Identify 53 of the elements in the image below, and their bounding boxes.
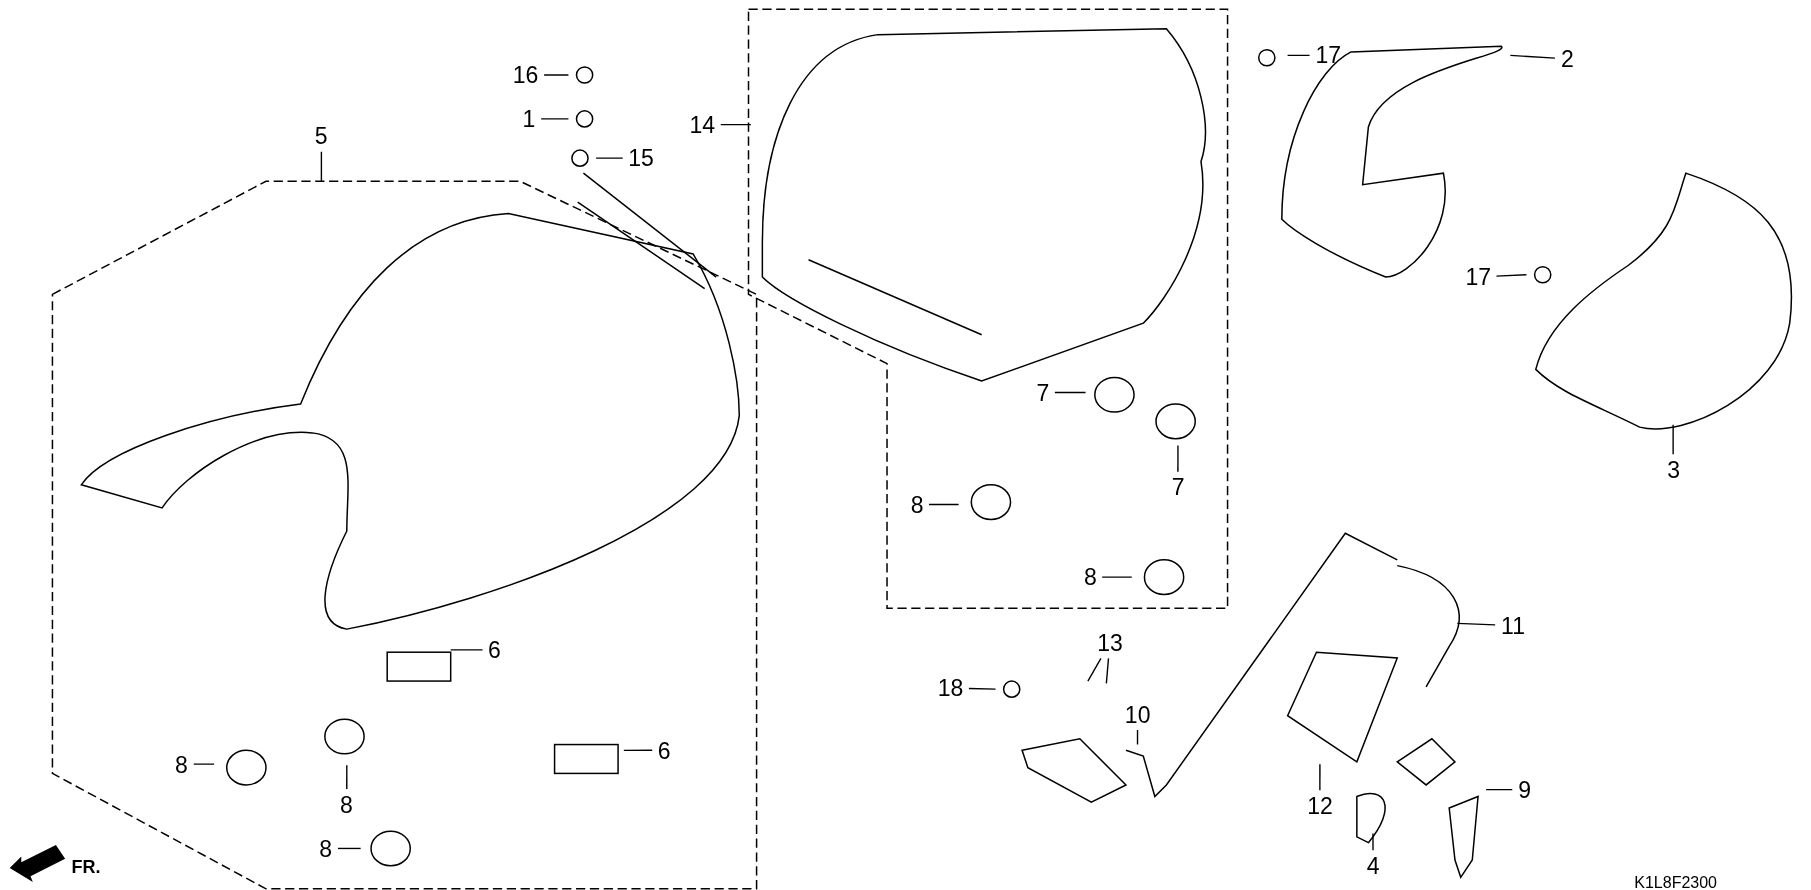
callout-number: 5	[313, 124, 329, 149]
callout-number: 6	[656, 738, 672, 763]
leader-line	[346, 764, 348, 790]
callout-number: 2	[1559, 46, 1575, 71]
leader-line	[1105, 657, 1110, 685]
leader-line	[595, 157, 624, 159]
callout-number: 16	[511, 63, 540, 88]
callout-number: 8	[1082, 565, 1098, 590]
leader-line	[1101, 576, 1133, 578]
leader-line	[1177, 444, 1179, 473]
leader-line	[1495, 274, 1528, 277]
callout-number: 4	[1365, 854, 1381, 879]
leader-line	[1456, 622, 1496, 626]
leader-line	[1672, 424, 1674, 456]
callout-number: 8	[173, 752, 189, 777]
callout-number: 6	[486, 638, 502, 663]
leader-line	[450, 649, 484, 651]
callout-number: 7	[1170, 475, 1186, 500]
leader-line	[1485, 788, 1513, 791]
leader-line	[193, 763, 215, 765]
leader-line	[543, 74, 570, 76]
leader-line	[320, 150, 323, 182]
leader-line	[337, 847, 362, 850]
callout-number: 10	[1123, 702, 1152, 727]
leader-line	[540, 118, 570, 120]
callout-number: 18	[936, 676, 965, 701]
callout-number: 11	[1500, 614, 1526, 638]
callout-number: 9	[1517, 778, 1532, 802]
callout-number: 14	[688, 112, 716, 137]
direction-label: FR.	[71, 857, 101, 878]
leader-line	[720, 123, 752, 126]
callout-number: 8	[339, 793, 354, 817]
diagram-code: K1L8F2300	[1634, 874, 1717, 890]
leader-line	[928, 503, 960, 506]
leader-line	[1136, 729, 1139, 746]
callout-number: 8	[318, 836, 334, 861]
callout-number: 3	[1666, 458, 1681, 483]
callout-number: 13	[1096, 631, 1124, 656]
callout-number: 7	[1035, 380, 1051, 405]
leader-line	[623, 749, 653, 751]
leader-line	[1087, 657, 1102, 682]
callout-number: 17	[1464, 265, 1493, 290]
callout-number: 15	[627, 146, 655, 171]
callout-number: 17	[1314, 43, 1342, 68]
leader-line	[968, 687, 997, 690]
callout-number: 12	[1306, 794, 1334, 819]
leader-line	[1372, 832, 1374, 851]
callout-number: 1	[521, 106, 537, 131]
callout-number: 8	[909, 492, 925, 517]
leader-line	[1286, 54, 1311, 57]
leader-line	[1509, 54, 1556, 59]
leader-line	[1319, 763, 1321, 791]
leader-line	[1054, 391, 1087, 394]
